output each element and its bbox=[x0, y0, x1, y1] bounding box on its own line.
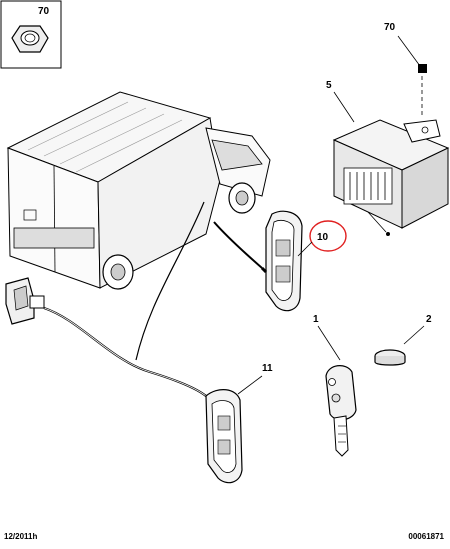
callout-nut-inset: 70 bbox=[38, 6, 50, 17]
battery-drawing: 2 bbox=[374, 314, 432, 366]
footer-date: 12/2011h bbox=[4, 532, 38, 541]
callout-key: 1 bbox=[313, 314, 319, 325]
nut-icon bbox=[11, 25, 49, 53]
key-drawing: 1 bbox=[313, 314, 357, 457]
connector-drawing bbox=[5, 277, 45, 325]
callout-battery: 2 bbox=[426, 314, 432, 325]
highlight-circle bbox=[309, 220, 347, 252]
nut-inset: 70 bbox=[0, 0, 62, 69]
van-wheel-front bbox=[228, 182, 256, 214]
callout-relay: 5 bbox=[326, 80, 332, 91]
receiver-drawing: 10 bbox=[213, 210, 347, 312]
callout-receiver: 10 bbox=[317, 232, 329, 243]
van-drawing bbox=[6, 91, 271, 290]
nut-pointer: 70 bbox=[384, 22, 427, 118]
callout-nut-top: 70 bbox=[384, 22, 396, 33]
cable-drawing bbox=[43, 201, 207, 397]
van-wheel-rear bbox=[102, 254, 134, 290]
nut-square-icon bbox=[418, 64, 427, 73]
sensor-drawing: 11 bbox=[205, 363, 273, 484]
relay-box-drawing: 5 bbox=[326, 80, 450, 236]
footer-code: 00061871 bbox=[408, 532, 444, 541]
callout-sensor: 11 bbox=[262, 363, 273, 374]
